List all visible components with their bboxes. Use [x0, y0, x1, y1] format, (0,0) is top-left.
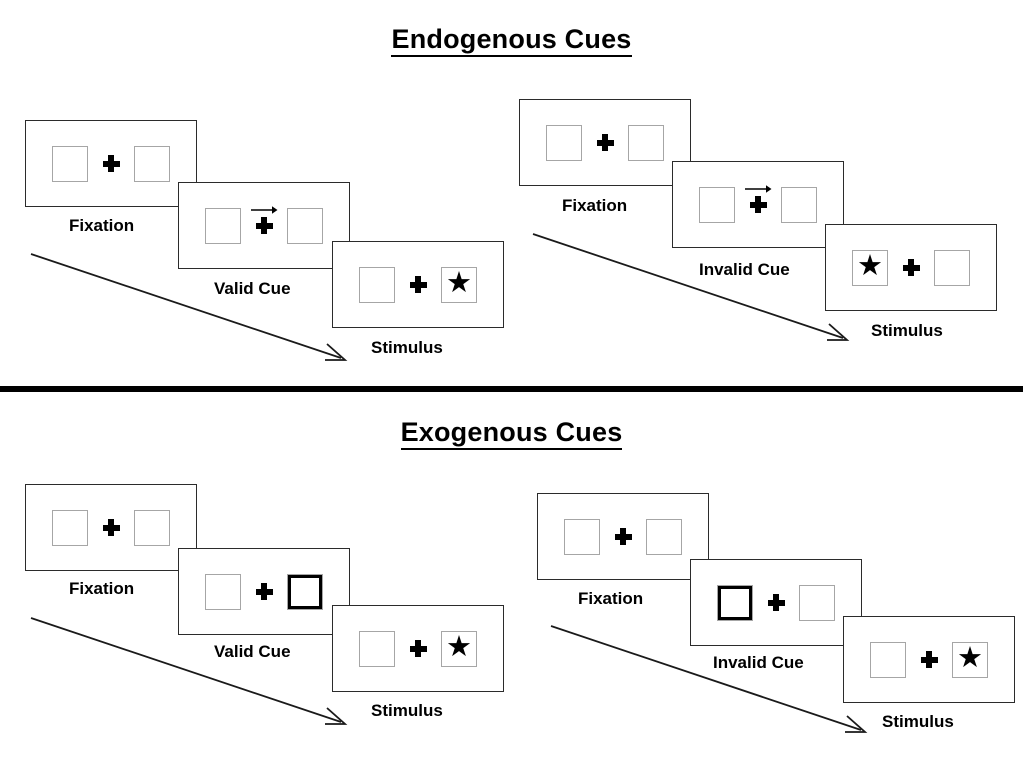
- right-placeholder-box: [134, 145, 170, 182]
- right-target-box: ★: [441, 630, 477, 667]
- section-title-exogenous-text: Exogenous Cues: [400, 417, 623, 450]
- exogenous-valid-cue-label: Valid Cue: [214, 642, 291, 661]
- endogenous-valid-cue-frame: [178, 182, 350, 269]
- left-highlighted-cue-box: [717, 584, 753, 621]
- frame-content: [564, 514, 682, 560]
- endogenous-invalid-fixation-frame: [519, 99, 691, 186]
- right-arrow-cue-icon: [745, 184, 772, 193]
- exogenous-invalid-stimulus-frame: ★: [843, 616, 1015, 703]
- exogenous-valid-cue-frame: [178, 548, 350, 635]
- endogenous-valid-fixation-frame: [25, 120, 197, 207]
- left-placeholder-box: [205, 207, 241, 244]
- left-placeholder-box: [546, 124, 582, 161]
- right-placeholder-box: [287, 207, 323, 244]
- fixation-cross-icon: [614, 528, 632, 545]
- fixation-cross-icon: [902, 259, 920, 276]
- endogenous-valid-cue-label: Valid Cue: [214, 279, 291, 298]
- endogenous-invalid-stimulus-frame: ★: [825, 224, 997, 311]
- left-placeholder-box: [205, 573, 241, 610]
- star-icon: ★: [446, 631, 472, 663]
- exogenous-valid-fixation-frame: [25, 484, 197, 571]
- frame-content: [205, 203, 323, 249]
- endogenous-valid-stimulus-label: Stimulus: [371, 338, 443, 357]
- endogenous-invalid-fixation-label: Fixation: [562, 196, 628, 215]
- centre-fixation-area: [906, 637, 952, 683]
- exogenous-valid-fixation-label: Fixation: [69, 579, 135, 598]
- frame-content: [699, 182, 817, 228]
- endogenous-invalid-cue-frame: [672, 161, 844, 248]
- endogenous-invalid-stimulus-label: Stimulus: [871, 321, 943, 340]
- frame-content: [52, 505, 170, 551]
- endogenous-valid-fixation-label: Fixation: [69, 216, 135, 235]
- fixation-cross-icon: [749, 196, 767, 213]
- fixation-cross-icon: [409, 276, 427, 293]
- endogenous-valid-stimulus-frame: ★: [332, 241, 504, 328]
- left-placeholder-box: [359, 630, 395, 667]
- frame-content: ★: [359, 626, 477, 672]
- fixation-cross-icon: [102, 155, 120, 172]
- right-placeholder-box: [134, 509, 170, 546]
- frame-content: [717, 580, 835, 626]
- left-placeholder-box: [52, 145, 88, 182]
- left-placeholder-box: [870, 641, 906, 678]
- exogenous-invalid-cue-frame: [690, 559, 862, 646]
- exogenous-invalid-stimulus-label: Stimulus: [882, 712, 954, 731]
- centre-fixation-area: [395, 626, 441, 672]
- exogenous-invalid-cue-label: Invalid Cue: [713, 653, 804, 672]
- endogenous-invalid-cue-label: Invalid Cue: [699, 260, 790, 279]
- right-highlighted-cue-box: [287, 573, 323, 610]
- fixation-cross-icon: [255, 217, 273, 234]
- left-placeholder-box: [564, 518, 600, 555]
- right-placeholder-box: [646, 518, 682, 555]
- fixation-cross-icon: [920, 651, 938, 668]
- centre-fixation-area: [395, 262, 441, 308]
- section-title-endogenous-text: Endogenous Cues: [391, 24, 632, 57]
- star-icon: ★: [957, 642, 983, 674]
- star-icon: ★: [857, 250, 883, 282]
- left-placeholder-box: [699, 186, 735, 223]
- frame-content: [52, 141, 170, 187]
- centre-fixation-area: [241, 569, 287, 615]
- right-placeholder-box: [934, 249, 970, 286]
- frame-content: ★: [870, 637, 988, 683]
- centre-fixation-area: [582, 120, 628, 166]
- exogenous-invalid-fixation-frame: [537, 493, 709, 580]
- exogenous-invalid-fixation-label: Fixation: [578, 589, 644, 608]
- centre-fixation-area: [735, 182, 781, 228]
- frame-content: ★: [359, 262, 477, 308]
- fixation-cross-icon: [767, 594, 785, 611]
- fixation-cross-icon: [409, 640, 427, 657]
- star-icon: ★: [446, 267, 472, 299]
- fixation-cross-icon: [255, 583, 273, 600]
- section-title-endogenous: Endogenous Cues: [0, 24, 1023, 57]
- section-title-exogenous: Exogenous Cues: [0, 417, 1023, 450]
- centre-fixation-area: [88, 141, 134, 187]
- exogenous-valid-stimulus-frame: ★: [332, 605, 504, 692]
- fixation-cross-icon: [102, 519, 120, 536]
- right-target-box: ★: [952, 641, 988, 678]
- frame-content: [205, 569, 323, 615]
- centre-fixation-area: [600, 514, 646, 560]
- right-arrow-cue-icon: [251, 205, 278, 214]
- centre-fixation-area: [888, 245, 934, 291]
- centre-fixation-area: [753, 580, 799, 626]
- right-placeholder-box: [799, 584, 835, 621]
- exogenous-valid-stimulus-label: Stimulus: [371, 701, 443, 720]
- left-placeholder-box: [359, 266, 395, 303]
- right-placeholder-box: [628, 124, 664, 161]
- centre-fixation-area: [88, 505, 134, 551]
- left-target-box: ★: [852, 249, 888, 286]
- frame-content: [546, 120, 664, 166]
- frame-content: ★: [852, 245, 970, 291]
- fixation-cross-icon: [596, 134, 614, 151]
- section-divider: [0, 386, 1023, 392]
- right-placeholder-box: [781, 186, 817, 223]
- centre-fixation-area: [241, 203, 287, 249]
- left-placeholder-box: [52, 509, 88, 546]
- right-target-box: ★: [441, 266, 477, 303]
